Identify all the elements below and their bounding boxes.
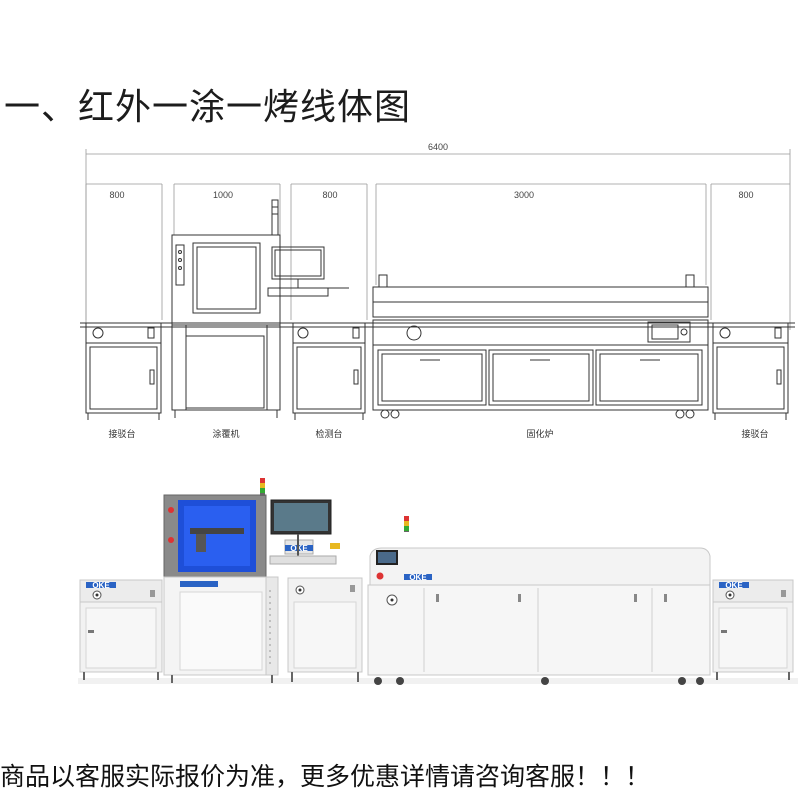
dim-seg5: 800 [738,190,753,200]
conveyor-table-1-photo: OKE [79,579,163,680]
dim-seg3: 800 [322,190,337,200]
conveyor-table-2-photo: OKE [712,579,794,680]
dim-total: 6400 [428,142,448,152]
line-drawing [80,199,795,420]
dim-seg4: 3000 [514,190,534,200]
inspection-table-drawing [267,246,366,420]
conveyor-table-1-drawing [85,322,162,420]
inspection-table-photo: OKE [269,499,363,682]
brand-logo-5: OKE [725,581,743,590]
curing-oven-photo: OKE [367,516,711,685]
product-photo: OKE [78,478,798,685]
dim-seg1: 800 [109,190,124,200]
label-module-1: 接驳台 [108,428,135,440]
page-title: 一、红外一涂一烤线体图 [4,87,412,128]
coating-machine-photo [163,478,279,683]
brand-logo-3: OKE [290,544,308,553]
dimension-lines [85,149,791,330]
label-module-3: 检测台 [315,428,342,440]
brand-logo-4: OKE [409,573,427,582]
curing-oven-drawing [372,274,709,419]
brand-logo-1: OKE [92,581,110,590]
coating-machine-drawing [171,199,281,418]
label-module-5: 接驳台 [741,428,768,440]
footer-notice: 商品以客服实际报价为准，更多优惠详情请咨询客服！！！ [0,762,651,791]
conveyor-table-2-drawing [712,322,789,420]
dim-seg2: 1000 [213,190,233,200]
label-module-4: 固化炉 [526,428,553,440]
label-module-2: 涂覆机 [212,428,239,440]
